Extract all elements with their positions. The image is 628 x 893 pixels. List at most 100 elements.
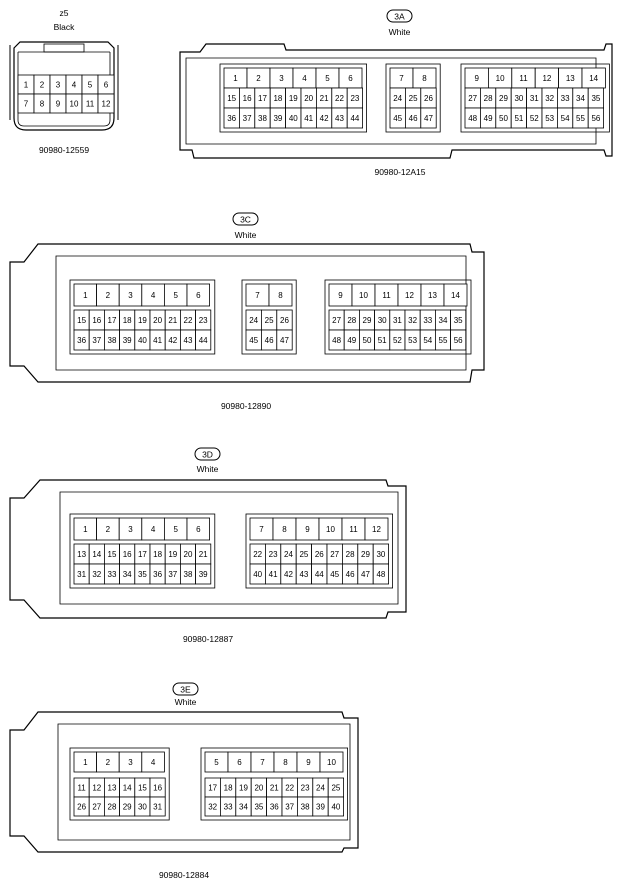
pin-cell <box>186 283 211 307</box>
connector-color-label: White <box>197 464 219 474</box>
pin-number: 50 <box>363 336 372 345</box>
pin-number: 6 <box>237 758 242 767</box>
pin-number: 44 <box>350 114 359 123</box>
pin-number: 21 <box>320 94 329 103</box>
pin-number: 10 <box>496 74 505 83</box>
pin-number: 3 <box>128 758 133 767</box>
pin-number: 48 <box>376 570 385 579</box>
pin-number: 45 <box>249 336 258 345</box>
pin-number: 17 <box>108 316 117 325</box>
pin-number: 14 <box>123 784 132 793</box>
pin-number: 38 <box>301 803 310 812</box>
pin-number: 31 <box>530 94 539 103</box>
pin-number: 26 <box>77 803 86 812</box>
pin-number: 4 <box>151 525 156 534</box>
pin-number: 35 <box>138 570 147 579</box>
pin-number: 54 <box>423 336 432 345</box>
pin-number: 13 <box>428 291 437 300</box>
pin-block-frame <box>69 513 216 589</box>
pin-number: 1 <box>83 758 88 767</box>
pin-number: 37 <box>243 114 252 123</box>
connector-id-badge <box>232 212 259 226</box>
pin-number: 7 <box>399 74 404 83</box>
pin-cell <box>346 107 364 129</box>
pin-number: 12 <box>405 291 414 300</box>
connector-color-label: White <box>175 697 197 707</box>
pin-number: 31 <box>153 803 162 812</box>
pin-number: 32 <box>92 570 101 579</box>
pin-number: 50 <box>499 114 508 123</box>
pin-number: 18 <box>224 784 233 793</box>
pin-number: 26 <box>280 316 289 325</box>
pin-number: 18 <box>273 94 282 103</box>
pin-number: 45 <box>330 570 339 579</box>
pin-number: 54 <box>561 114 570 123</box>
pin-number: 51 <box>378 336 387 345</box>
pin-number: 22 <box>253 550 262 559</box>
connector-housing-inner <box>59 491 399 605</box>
pin-number: 27 <box>468 94 477 103</box>
connector-housing-inner <box>55 255 467 371</box>
pin-number: 19 <box>168 550 177 559</box>
pin-number: 34 <box>439 316 448 325</box>
pin-number: 12 <box>542 74 551 83</box>
pin-number: 29 <box>363 316 372 325</box>
part-number-label: 90980-12559 <box>39 145 89 155</box>
pin-number: 8 <box>283 758 288 767</box>
connector-id-label: 3C <box>240 215 251 225</box>
pin-number: 16 <box>123 550 132 559</box>
pin-number: 22 <box>335 94 344 103</box>
connector-id-label: 3A <box>394 12 405 22</box>
pin-number: 22 <box>184 316 193 325</box>
pin-number: 39 <box>199 570 208 579</box>
pin-number: 6 <box>196 291 201 300</box>
pin-number: 43 <box>299 570 308 579</box>
part-number-label: 90980-12890 <box>221 401 271 411</box>
connector-housing <box>9 711 359 853</box>
pin-number: 36 <box>227 114 236 123</box>
pin-number: 10 <box>70 100 79 109</box>
pin-block-frame <box>324 279 472 355</box>
pin-number: 42 <box>320 114 329 123</box>
pin-number: 34 <box>576 94 585 103</box>
pin-number: 31 <box>393 316 402 325</box>
pin-number: 45 <box>393 114 402 123</box>
pin-number: 6 <box>196 525 201 534</box>
connector-housing-inner <box>185 57 597 145</box>
pin-number: 2 <box>40 81 45 90</box>
pin-number: 11 <box>382 291 391 300</box>
pin-number: 17 <box>258 94 267 103</box>
pin-number: 47 <box>424 114 433 123</box>
pin-number: 10 <box>359 291 368 300</box>
pin-number: 40 <box>289 114 298 123</box>
pin-number: 9 <box>306 758 311 767</box>
connector-color-label: Black <box>54 22 76 32</box>
pin-number: 4 <box>72 81 77 90</box>
latch-tab <box>43 43 85 53</box>
pin-number: 22 <box>285 784 294 793</box>
pin-number: 15 <box>227 94 236 103</box>
pin-number: 33 <box>224 803 233 812</box>
pin-number: 24 <box>393 94 402 103</box>
pin-number: 2 <box>106 525 111 534</box>
pin-number: 25 <box>331 784 340 793</box>
pin-number: 41 <box>269 570 278 579</box>
pin-number: 27 <box>332 316 341 325</box>
pin-number: 10 <box>327 758 336 767</box>
pin-number: 1 <box>83 291 88 300</box>
pin-number: 19 <box>289 94 298 103</box>
pin-number: 12 <box>372 525 381 534</box>
pin-number: 28 <box>347 316 356 325</box>
pin-number: 29 <box>123 803 132 812</box>
pin-number: 11 <box>86 100 95 109</box>
pin-number: 8 <box>282 525 287 534</box>
pin-number: 21 <box>168 316 177 325</box>
pin-number: 20 <box>153 316 162 325</box>
pin-number: 5 <box>325 74 330 83</box>
pin-number: 40 <box>138 336 147 345</box>
pin-block-frame <box>69 279 216 355</box>
pin-number: 49 <box>484 114 493 123</box>
